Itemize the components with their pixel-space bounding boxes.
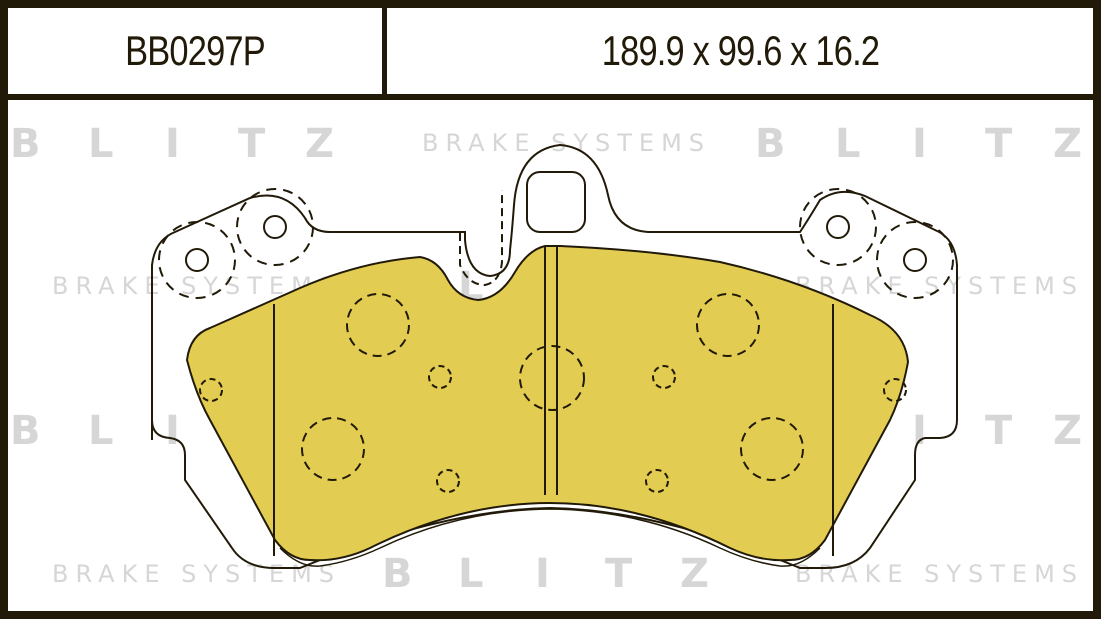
technical-drawing: B L I T Z BRAKE SYSTEMS B L I T Z BRAKE … <box>8 98 1093 608</box>
svg-text:Z: Z <box>1053 408 1082 454</box>
svg-text:L: L <box>88 408 114 454</box>
watermark-letter-z: Z <box>305 121 334 167</box>
watermark-tagline: BRAKE SYSTEMS <box>422 129 711 157</box>
svg-text:I: I <box>912 408 927 454</box>
watermark-row-4: BRAKE SYSTEMS B L I T Z BRAKE SYSTEMS <box>52 551 1084 597</box>
svg-text:I: I <box>535 551 550 597</box>
svg-text:I: I <box>912 121 927 167</box>
pad-dashed-circles <box>199 293 907 493</box>
svg-text:BRAKE SYSTEMS: BRAKE SYSTEMS <box>795 272 1084 300</box>
clip-dashed-line <box>459 190 503 287</box>
svg-text:Z: Z <box>1053 121 1082 167</box>
watermark-letter-l: L <box>88 121 114 167</box>
header-divider <box>382 8 387 94</box>
part-number: BB0297P <box>125 27 266 74</box>
svg-text:L: L <box>458 551 484 597</box>
watermark-letter-i: I <box>165 121 180 167</box>
svg-text:B: B <box>382 551 413 597</box>
svg-text:L: L <box>835 121 861 167</box>
friction-pad <box>185 245 910 562</box>
svg-text:T: T <box>985 408 1013 454</box>
piston-markers-right <box>799 188 954 299</box>
watermark-letter-t: T <box>238 121 266 167</box>
svg-text:T: T <box>985 121 1013 167</box>
svg-text:T: T <box>605 551 633 597</box>
svg-text:I: I <box>165 408 180 454</box>
watermark-letter-b: B <box>10 121 41 167</box>
watermark-row-1: B L I T Z BRAKE SYSTEMS B L I T Z <box>10 121 1082 167</box>
pad-dimensions: 189.9 x 99.6 x 16.2 <box>601 27 880 74</box>
piston-markers-left <box>158 188 314 299</box>
shim-edge-line <box>279 508 821 567</box>
svg-text:B: B <box>755 121 786 167</box>
central-tab-slot <box>526 171 586 233</box>
spec-header: BB0297P 189.9 x 99.6 x 16.2 <box>8 8 1093 100</box>
svg-text:B: B <box>10 408 41 454</box>
svg-text:Z: Z <box>680 551 709 597</box>
svg-text:BRAKE SYSTEMS: BRAKE SYSTEMS <box>52 560 341 588</box>
svg-text:BRAKE SYSTEMS: BRAKE SYSTEMS <box>795 560 1084 588</box>
